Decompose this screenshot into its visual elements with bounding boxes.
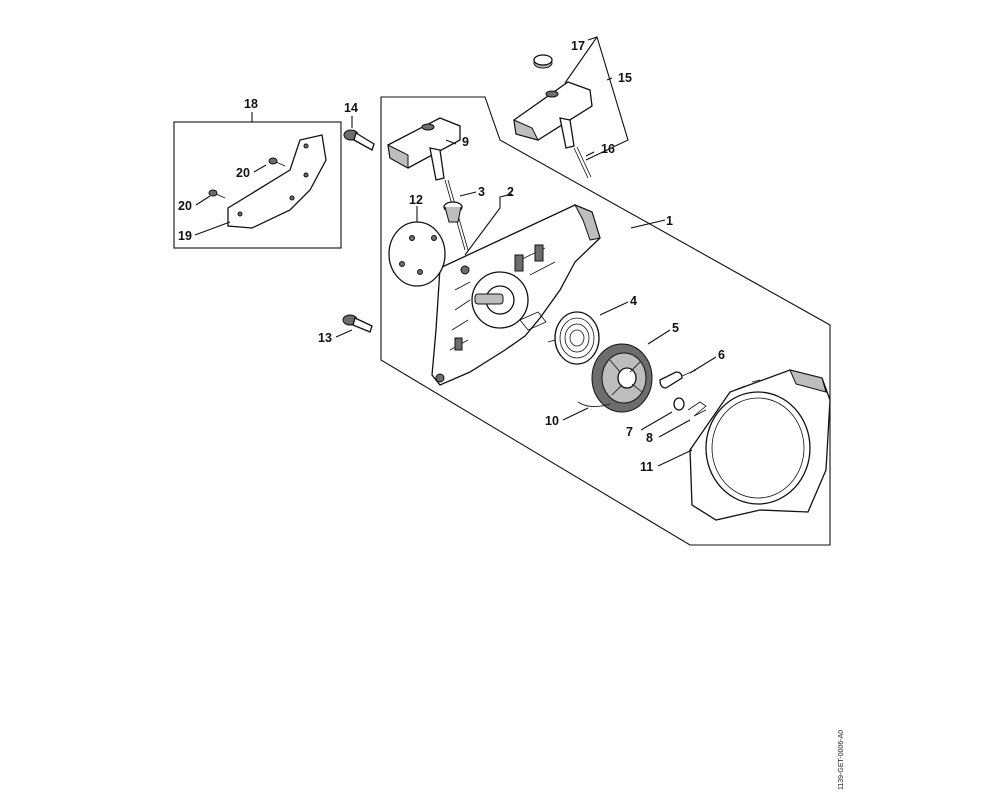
washer-part-7 [673,397,685,411]
main-assembly-frame [380,96,831,546]
label-part-19: 19 [178,229,192,243]
reference-code: 1139-GET-0006-A0 [838,730,845,790]
label-part-5: 5 [672,321,679,335]
label-part-20-lower: 20 [178,199,192,213]
label-part-16: 16 [601,142,615,156]
screw-part-20-lower [208,189,226,199]
handle-kit-parts-15-17 [513,54,593,179]
label-part-12: 12 [409,193,423,207]
leader-lines [194,36,717,467]
bracket-part-19 [227,134,327,229]
label-part-6: 6 [718,348,725,362]
label-part-14: 14 [344,101,358,115]
screw-part-14 [343,129,375,151]
label-part-4: 4 [630,294,637,308]
plate-part-12 [388,221,446,287]
screw-part-13 [342,314,373,333]
label-part-1: 1 [666,214,673,228]
rope-part-10 [577,401,611,407]
grommet-parts-2-3 [443,201,463,223]
handle-part-9 [387,117,469,251]
screw-part-20-upper [268,157,286,167]
fan-shroud-part-11 [689,369,831,521]
label-part-8: 8 [646,431,653,445]
label-part-9: 9 [462,135,469,149]
label-part-3: 3 [478,185,485,199]
spiral-spring-part-4 [547,311,600,365]
label-part-18: 18 [244,97,258,111]
label-part-20-upper: 20 [236,166,250,180]
label-part-10: 10 [545,414,559,428]
label-part-7: 7 [626,425,633,439]
spring-clip-part-8 [687,401,707,417]
label-part-11: 11 [640,460,653,474]
starter-housing [431,204,601,386]
label-part-17: 17 [571,39,585,53]
rope-rotor-part-5 [591,343,653,413]
label-part-2: 2 [507,185,514,199]
label-part-15: 15 [618,71,632,85]
inset-box [173,121,342,249]
label-part-13: 13 [318,331,332,345]
